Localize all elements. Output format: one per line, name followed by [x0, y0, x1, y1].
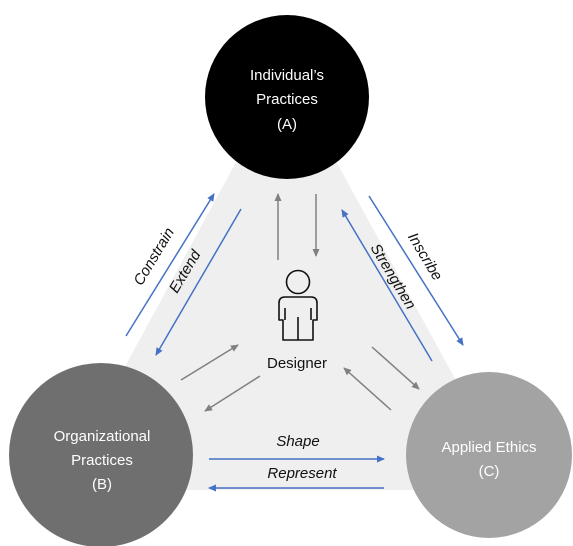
node-individual-line3: (A)	[277, 116, 297, 133]
node-organizational-line2: Practices	[71, 452, 133, 469]
node-individual-practices: Individual’s Practices (A)	[205, 15, 369, 179]
label-inscribe: Inscribe	[404, 230, 446, 284]
arrow-constrain	[125, 193, 215, 337]
node-individual-line2: Practices	[256, 91, 318, 108]
node-applied-ethics: Applied Ethics (C)	[406, 372, 572, 538]
node-organizational-line3: (B)	[92, 476, 112, 493]
arrow-designer-to-ethics	[371, 346, 420, 390]
node-applied-ethics-line1: Applied Ethics	[441, 439, 536, 456]
label-represent: Represent	[267, 465, 337, 482]
arrow-extend	[155, 208, 242, 356]
arrow-ethics-to-designer	[343, 367, 392, 411]
arrow-designer-to-organizational	[204, 375, 261, 412]
node-applied-ethics-line2: (C)	[479, 463, 500, 480]
node-organizational-practices: Organizational Practices (B)	[9, 363, 193, 546]
node-organizational-circle	[9, 363, 193, 546]
arrow-strengthen	[341, 209, 433, 362]
node-individual-circle	[205, 15, 369, 179]
node-applied-ethics-circle	[406, 372, 572, 538]
arrow-inscribe	[368, 195, 464, 346]
label-shape: Shape	[276, 433, 319, 450]
node-individual-line1: Individual’s	[250, 67, 324, 84]
arrow-organizational-to-designer	[180, 344, 239, 381]
designer-label: Designer	[267, 355, 327, 372]
node-organizational-line1: Organizational	[54, 428, 151, 445]
person-icon	[278, 269, 318, 341]
